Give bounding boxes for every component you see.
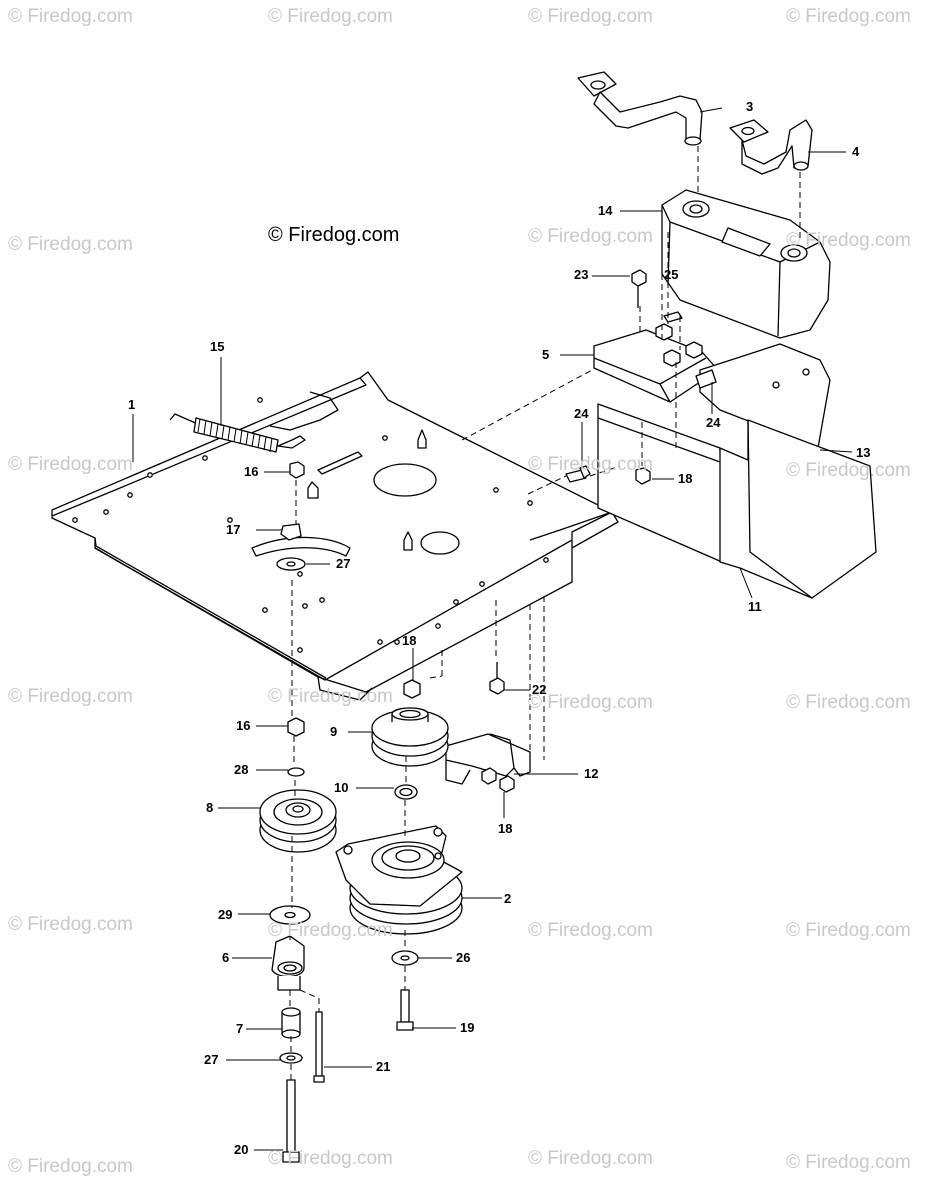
callout-18-bracket: 18 <box>498 821 513 836</box>
callout-20: 20 <box>234 1142 249 1157</box>
callout-18-deck: 18 <box>402 633 417 648</box>
callout-18-shield: 18 <box>678 471 693 486</box>
muffler-14 <box>661 189 831 339</box>
callout-4: 4 <box>852 144 860 159</box>
watermark: © Firedog.com <box>786 920 911 941</box>
callout-27-lower: 27 <box>204 1052 219 1067</box>
exhaust-pipes <box>577 71 813 175</box>
callout-13: 13 <box>856 445 871 460</box>
callout-29: 29 <box>218 907 233 922</box>
watermark: © Firedog.com <box>8 686 133 707</box>
callout-6: 6 <box>222 950 230 965</box>
watermark: © Firedog.com <box>528 6 653 27</box>
watermark: © Firedog.com <box>268 686 393 707</box>
watermark: © Firedog.com <box>528 226 653 247</box>
copyright-text: © Firedog.com <box>268 224 400 246</box>
watermark: © Firedog.com <box>786 1152 911 1173</box>
deck-plate <box>51 371 619 701</box>
callout-16-upper: 16 <box>244 464 259 479</box>
watermark: © Firedog.com <box>268 6 393 27</box>
watermark: © Firedog.com <box>528 920 653 941</box>
callout-2: 2 <box>504 891 512 906</box>
callout-3: 3 <box>746 99 754 114</box>
callout-26: 26 <box>456 950 471 965</box>
watermark: © Firedog.com <box>786 230 911 251</box>
callout-8: 8 <box>206 800 214 815</box>
watermark: © Firedog.com <box>268 1148 393 1169</box>
watermark: © Firedog.com <box>528 1148 653 1169</box>
callout-27-upper: 27 <box>336 556 351 571</box>
callout-7: 7 <box>236 1021 244 1036</box>
callout-14: 14 <box>598 203 613 218</box>
callout-25: 25 <box>664 267 679 282</box>
callout-23: 23 <box>574 267 589 282</box>
watermark: © Firedog.com <box>528 692 653 713</box>
callout-28: 28 <box>234 762 249 777</box>
watermark: © Firedog.com <box>8 454 133 475</box>
watermark: © Firedog.com <box>8 914 133 935</box>
callout-16-lower: 16 <box>236 718 251 733</box>
callout-15: 15 <box>210 339 225 354</box>
callout-1: 1 <box>128 397 136 412</box>
watermark: © Firedog.com <box>786 692 911 713</box>
callout-9: 9 <box>330 724 338 739</box>
watermark: © Firedog.com <box>8 6 133 27</box>
callout-24-right: 24 <box>706 415 721 430</box>
watermark: © Firedog.com <box>528 454 653 475</box>
pulley-9 <box>371 707 449 767</box>
callout-22: 22 <box>532 682 547 697</box>
callout-17: 17 <box>226 522 241 537</box>
spring-15 <box>169 413 306 453</box>
watermark: © Firedog.com <box>8 234 133 255</box>
callout-10: 10 <box>334 780 349 795</box>
pulley-8 <box>259 789 337 853</box>
callout-5: 5 <box>542 347 550 362</box>
callout-24-left: 24 <box>574 406 589 421</box>
callout-19: 19 <box>460 1020 475 1035</box>
watermark: © Firedog.com <box>786 460 911 481</box>
watermark: © Firedog.com <box>268 920 393 941</box>
clutch-2 <box>335 825 463 935</box>
watermark: © Firedog.com <box>8 1156 133 1177</box>
watermark: © Firedog.com <box>786 6 911 27</box>
callout-21: 21 <box>376 1059 391 1074</box>
callout-11: 11 <box>748 599 762 614</box>
callout-12: 12 <box>584 766 599 781</box>
